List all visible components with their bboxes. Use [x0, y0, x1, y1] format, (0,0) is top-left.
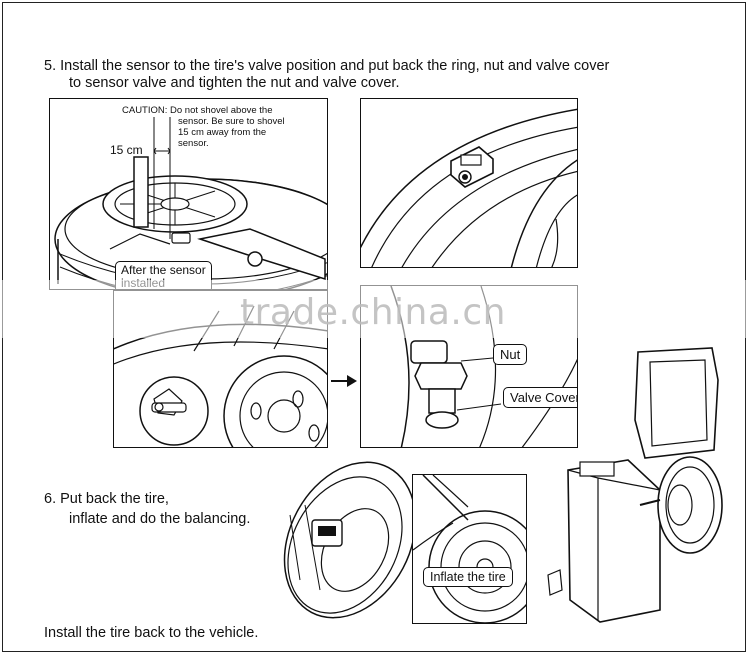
nut-label: Nut [493, 344, 528, 365]
inflate-illustration [413, 475, 526, 623]
rim-closeup-illustration [114, 305, 327, 447]
inflate-label: Inflate the tire [423, 567, 513, 587]
step-5-text: 5. Install the sensor to the tire's valv… [44, 57, 609, 75]
tpms-sensor [450, 146, 494, 188]
caution-line-1: CAUTION: Do not shovel above the [122, 105, 273, 116]
panel-shovel-caution: CAUTION: Do not shovel above the sensor.… [49, 98, 328, 290]
step-6-number: 6. [44, 491, 57, 507]
step-6-line2: inflate and do the balancing. [69, 511, 251, 527]
step-7-line1: Install the tire back to the vehicle. [44, 625, 259, 641]
step-5-number: 5. [44, 58, 57, 74]
valve-cover-label: Valve Cover [503, 387, 577, 408]
panel-rim-sensor [360, 98, 578, 268]
caution-line-2: sensor. Be sure to shovel [178, 116, 285, 127]
caution-line-3: 15 cm away from the [178, 127, 267, 138]
valve-closeup-illustration [390, 286, 577, 447]
watermark-text: trade.china.cn [240, 292, 506, 333]
caution-line-4: sensor. [178, 138, 209, 149]
valve-stem [410, 340, 468, 429]
after-label-line-1: After the sensor [121, 263, 206, 277]
step-5-line1: Install the sensor to the tire's valve p… [60, 58, 610, 74]
rim-sensor-illustration [361, 108, 577, 267]
step-6-text: 6. Put back the tire, [44, 490, 169, 508]
step-6-line1: Put back the tire, [60, 491, 169, 507]
watermark-band: trade.china.cn [0, 280, 750, 338]
step-7-text: Install the tire back to the vehicle. [44, 624, 258, 642]
step-5-line2: to sensor valve and tighten the nut and … [69, 75, 400, 91]
caution-text: CAUTION: Do not shovel above the sensor.… [122, 105, 285, 149]
distance-label: 15 cm [110, 143, 143, 157]
panel-inflate-tire: Inflate the tire [412, 474, 527, 624]
